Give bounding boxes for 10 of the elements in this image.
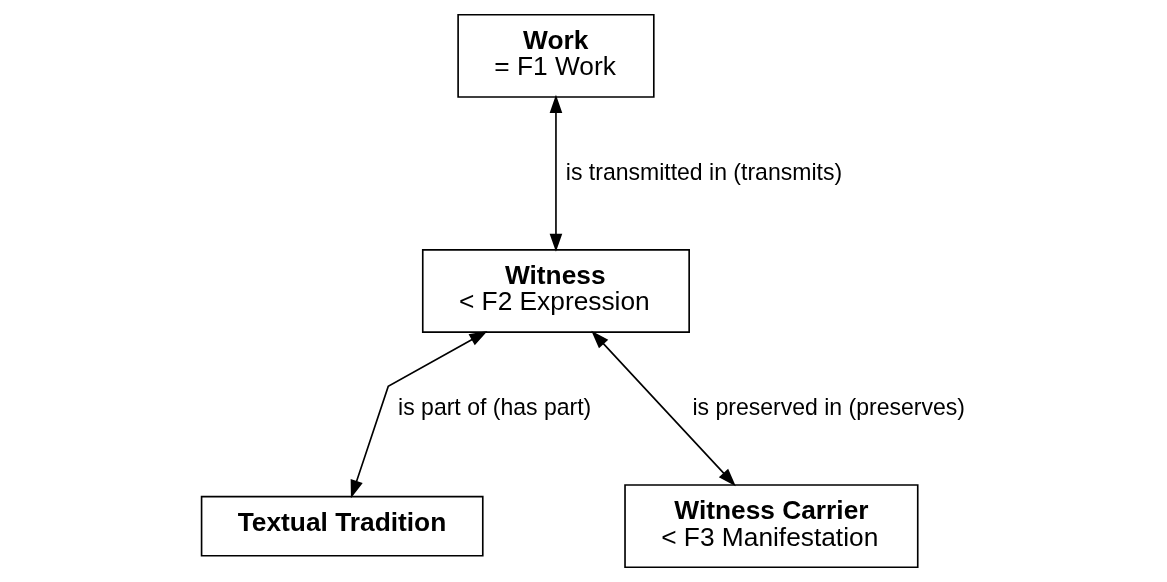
arrow (591, 330, 736, 487)
arrow (549, 94, 563, 252)
edge-label: is transmitted in (transmits) (565, 159, 843, 186)
node-box: Witness Carrier < F3 Manifestation (624, 484, 919, 569)
node-box: Witness < F2 Expression (421, 249, 690, 333)
edge-label: is part of (has part) (398, 394, 592, 421)
node-box: Work = F1 Work (457, 13, 655, 98)
node-box: Textual Tradition (200, 495, 484, 557)
edge-label: is preserved in (preserves) (692, 394, 965, 421)
arrow (350, 330, 488, 499)
